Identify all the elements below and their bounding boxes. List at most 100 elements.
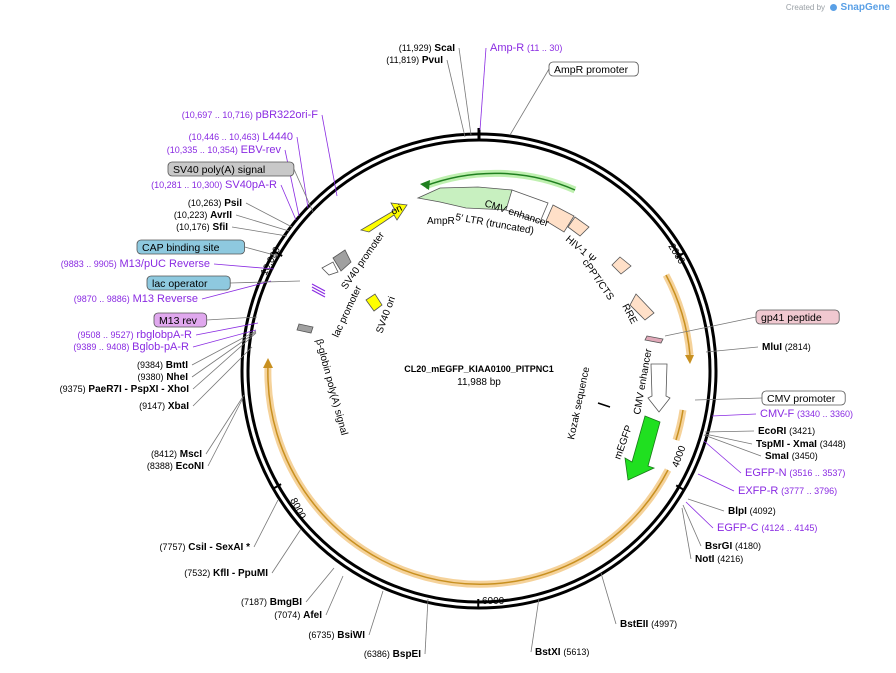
site-label[interactable]: (10,281 .. 10,300) SV40pA-R	[151, 179, 277, 191]
site-coordinate: (10,446 .. 10,463)	[189, 132, 260, 142]
site-label[interactable]: NotI (4216)	[695, 554, 743, 565]
feature-lac-promoter[interactable]	[321, 261, 339, 276]
site-label[interactable]: (7532) KflI - PpuMI	[184, 568, 268, 579]
site-coordinate: (4216)	[717, 554, 743, 564]
site-label[interactable]: Amp-R (11 .. 30)	[490, 42, 562, 54]
feature-gp41[interactable]	[644, 335, 664, 344]
primer-mark	[311, 286, 326, 295]
site-label[interactable]: BsrGI (4180)	[705, 541, 761, 552]
site-coordinate: (4124 .. 4145)	[761, 523, 817, 533]
site-label[interactable]: (10,223) AvrII	[174, 210, 232, 221]
feature-cmv-enhancer-top[interactable]	[505, 189, 549, 223]
site-leader-line	[368, 590, 384, 636]
site-label[interactable]: (7074) AfeI	[274, 610, 322, 621]
feature-bglobin-polya[interactable]	[296, 323, 314, 334]
feature-box[interactable]	[153, 312, 208, 328]
site-label[interactable]: (8412) MscI	[151, 449, 202, 460]
site-label[interactable]: (7187) BmgBI	[241, 597, 302, 608]
scale-tick-label: 8000	[287, 496, 307, 521]
site-leader-line	[703, 440, 742, 474]
feature-box[interactable]	[548, 61, 639, 77]
site-name: EcoRI	[758, 426, 787, 437]
site-label[interactable]: (9384) BmtI	[137, 360, 188, 371]
site-leader-line	[280, 184, 297, 221]
site-label[interactable]: (9883 .. 9905) M13/pUC Reverse	[61, 258, 210, 270]
site-coordinate: (10,223)	[174, 210, 208, 220]
box-leader-line	[293, 168, 314, 213]
site-name: MscI	[180, 449, 202, 460]
site-coordinate: (6386)	[364, 649, 390, 659]
site-label[interactable]: BstXI (5613)	[535, 647, 589, 658]
site-name: AfeI	[303, 610, 322, 621]
site-coordinate: (9147)	[139, 401, 165, 411]
site-name: TspMI - XmaI	[756, 439, 817, 450]
site-label[interactable]: (10,446 .. 10,463) L4440	[189, 131, 293, 143]
site-label[interactable]: CMV-F (3340 .. 3360)	[760, 408, 853, 420]
site-leader-line	[284, 149, 300, 217]
site-leader-line	[192, 329, 257, 348]
site-label[interactable]: (9870 .. 9886) M13 Reverse	[74, 293, 198, 305]
feature-box[interactable]	[146, 275, 231, 291]
site-leader-line	[253, 499, 279, 548]
feature-rre[interactable]	[629, 293, 655, 321]
feature-cmv-enhancer[interactable]	[647, 363, 671, 413]
site-label[interactable]: (10,335 .. 10,354) EBV-rev	[167, 144, 282, 156]
site-leader-line	[192, 332, 257, 390]
site-label[interactable]: (9508 .. 9527) rbglobpA-R	[78, 329, 193, 341]
feature-hiv1-psi[interactable]	[567, 216, 590, 237]
feature-ori[interactable]	[359, 202, 408, 233]
feature-label-megfp: mEGFP	[612, 424, 635, 461]
site-label[interactable]: SmaI (3450)	[765, 451, 818, 462]
site-label[interactable]: (9380) NheI	[138, 372, 189, 383]
site-coordinate: (11 .. 30)	[527, 43, 562, 53]
site-name: BlpI	[728, 506, 747, 517]
site-label[interactable]: (10,263) PsiI	[188, 198, 242, 209]
site-label[interactable]: (9147) XbaI	[139, 401, 189, 412]
site-label[interactable]: (11,819) PvuI	[386, 55, 443, 66]
feature-box-label: gp41 peptide	[761, 312, 822, 324]
site-leader-line	[446, 59, 466, 138]
site-label[interactable]: BstEII (4997)	[620, 619, 677, 630]
feature-box[interactable]	[755, 309, 840, 325]
feature-box[interactable]	[761, 390, 846, 406]
site-label[interactable]: (10,176) SfiI	[176, 222, 228, 233]
site-coordinate: (10,176)	[176, 222, 210, 232]
site-label[interactable]: (6735) BsiWI	[308, 630, 365, 641]
orf-arc-gp41	[662, 273, 694, 356]
site-label[interactable]: MluI (2814)	[762, 342, 811, 353]
feature-box[interactable]	[167, 161, 295, 177]
site-label[interactable]: EGFP-C (4124 .. 4145)	[717, 522, 817, 534]
site-label[interactable]: EcoRI (3421)	[758, 426, 815, 437]
site-label[interactable]: (9375) PaeR7I - PspXI - XhoI	[60, 384, 190, 395]
feature-box[interactable]	[136, 239, 245, 255]
feature-box-label: M13 rev	[159, 315, 198, 327]
feature-label-ampr: AmpR	[427, 216, 455, 227]
site-label[interactable]: (7757) CsiI - SexAI *	[160, 542, 251, 553]
scale-tick	[675, 484, 684, 491]
site-name: EGFP-N	[745, 467, 787, 479]
site-coordinate: (10,263)	[188, 198, 222, 208]
site-label[interactable]: EGFP-N (3516 .. 3537)	[745, 467, 845, 479]
site-leader-line	[205, 394, 245, 455]
feature-sv40-promoter[interactable]	[332, 249, 352, 272]
site-leader-line	[530, 597, 540, 653]
site-label[interactable]: TspMI - XmaI (3448)	[756, 439, 846, 450]
site-label[interactable]: (11,929) ScaI	[399, 43, 455, 54]
site-label[interactable]: (8388) EcoNI	[147, 461, 204, 472]
site-leader-line	[321, 114, 338, 197]
site-name: NotI	[695, 554, 715, 565]
site-label[interactable]: (9389 .. 9408) Bglob-pA-R	[73, 341, 189, 353]
site-coordinate: (7532)	[184, 568, 210, 578]
site-label[interactable]: (10,697 .. 10,716) pBR322ori-F	[182, 109, 318, 121]
feature-sv40-ori[interactable]	[365, 293, 383, 312]
feature-5ltr[interactable]	[545, 204, 575, 233]
site-name: ScaI	[434, 43, 455, 54]
site-label[interactable]: BlpI (4092)	[728, 506, 776, 517]
scale-tick	[676, 252, 685, 259]
site-label[interactable]: EXFP-R (3777 .. 3796)	[738, 485, 837, 497]
feature-megfp[interactable]	[624, 415, 661, 481]
site-label[interactable]: (6386) BspEI	[364, 649, 421, 660]
site-leader-line	[600, 572, 617, 625]
feature-cppt-cts[interactable]	[611, 256, 632, 275]
